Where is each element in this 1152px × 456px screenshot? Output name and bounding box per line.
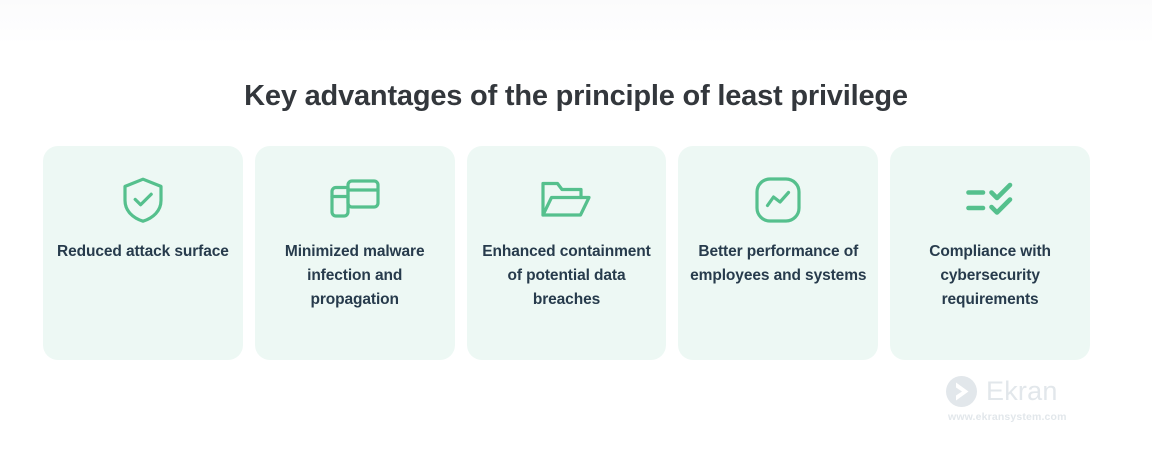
checklist-icon <box>964 174 1016 226</box>
advantage-card-2: Minimized malware infection and propagat… <box>254 146 455 360</box>
open-folder-icon <box>540 174 592 226</box>
advantage-card-1-label: Reduced attack surface <box>56 243 229 260</box>
advantage-card-3: Enhanced containment of potential data b… <box>466 146 667 360</box>
brand-name: Ekran <box>986 375 1058 406</box>
advantage-card-3-label: Enhanced containment of potential data b… <box>482 243 651 308</box>
advantage-card-2-label: Minimized malware infection and propagat… <box>284 243 425 308</box>
ekran-chevron-logo-icon <box>946 375 977 407</box>
brand-watermark: Ekran www.ekransystem.com <box>946 374 1094 423</box>
advantage-card-5: Compliance with cybersecurity requiremen… <box>890 146 1090 360</box>
activity-chart-icon <box>752 174 804 226</box>
advantage-card-1: Reduced attack surface <box>43 146 243 360</box>
shield-check-icon <box>117 174 169 226</box>
advantage-card-4: Better performance of employees and syst… <box>678 146 879 360</box>
advantage-card-5-label: Compliance with cybersecurity requiremen… <box>929 243 1051 308</box>
advantage-card-4-label: Better performance of employees and syst… <box>690 243 867 284</box>
page-title: Key advantages of the principle of least… <box>244 80 908 112</box>
advantages-card-row: Reduced attack surface Minimized malware… <box>43 146 1090 360</box>
top-background-band <box>0 0 1152 44</box>
brand-url: www.ekransystem.com <box>948 411 1067 423</box>
overlapping-windows-icon <box>329 174 381 226</box>
brand-logo-row: Ekran <box>946 374 1058 408</box>
